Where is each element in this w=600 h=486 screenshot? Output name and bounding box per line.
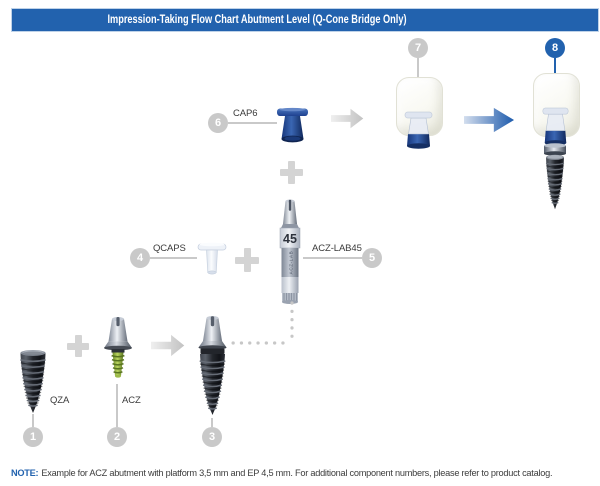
step-circle-3: 3 <box>202 427 222 447</box>
plus-icon-3 <box>280 161 303 184</box>
step-circle-1: 1 <box>23 427 43 447</box>
label-qza: QZA <box>50 395 70 406</box>
plus-icon-2 <box>235 248 259 272</box>
step-connector-5 <box>303 257 362 259</box>
step-connector-6 <box>228 122 277 124</box>
step-connector-1 <box>32 414 34 427</box>
step-circle-2: 2 <box>107 427 127 447</box>
label-cap6: CAP6 <box>233 108 258 119</box>
flow-arrow-2 <box>331 108 364 129</box>
step-circle-8: 8 <box>545 38 565 58</box>
flow-arrow-final <box>464 107 515 133</box>
plus-icon-1 <box>67 335 89 357</box>
dotted-connector <box>229 301 294 345</box>
note-text: Example for ACZ abutment with platform 3… <box>41 468 553 478</box>
step-circle-6: 6 <box>208 113 228 133</box>
note-label: NOTE: <box>11 468 39 478</box>
step-connector-8 <box>554 58 556 74</box>
step-circle-4: 4 <box>130 248 150 268</box>
lab-analog-acz-lab45: 45 ACZ-LAB <box>279 199 301 304</box>
step-connector-7 <box>417 58 419 78</box>
impression-cap-8 <box>542 107 569 146</box>
analog-size-marking: 45 <box>283 232 297 246</box>
impression-cap-7 <box>404 111 433 149</box>
abutment-acz <box>104 317 132 378</box>
page-title: Impression-Taking Flow Chart Abutment Le… <box>107 14 407 26</box>
label-acz: ACZ <box>122 395 141 406</box>
cap-qcaps <box>197 242 227 275</box>
flow-arrow-1 <box>151 334 185 357</box>
analog-collar-8 <box>544 143 566 156</box>
analog-side-marking: ACZ-LAB <box>289 251 294 275</box>
implant-with-abutment <box>198 316 227 415</box>
note: NOTE:Example for ACZ abutment with platf… <box>11 468 596 478</box>
label-qcaps: QCAPS <box>153 243 186 254</box>
step-connector-2 <box>116 384 118 427</box>
step-circle-5: 5 <box>362 248 382 268</box>
label-acz-lab45: ACZ-LAB45 <box>312 243 362 254</box>
cap-cap6 <box>277 107 308 143</box>
implant-8 <box>545 154 565 210</box>
header-bar: Impression-Taking Flow Chart Abutment Le… <box>11 8 599 32</box>
step-connector-4 <box>150 257 197 259</box>
step-connector-3 <box>211 418 213 427</box>
implant-qza <box>20 349 46 414</box>
step-circle-7: 7 <box>408 38 428 58</box>
